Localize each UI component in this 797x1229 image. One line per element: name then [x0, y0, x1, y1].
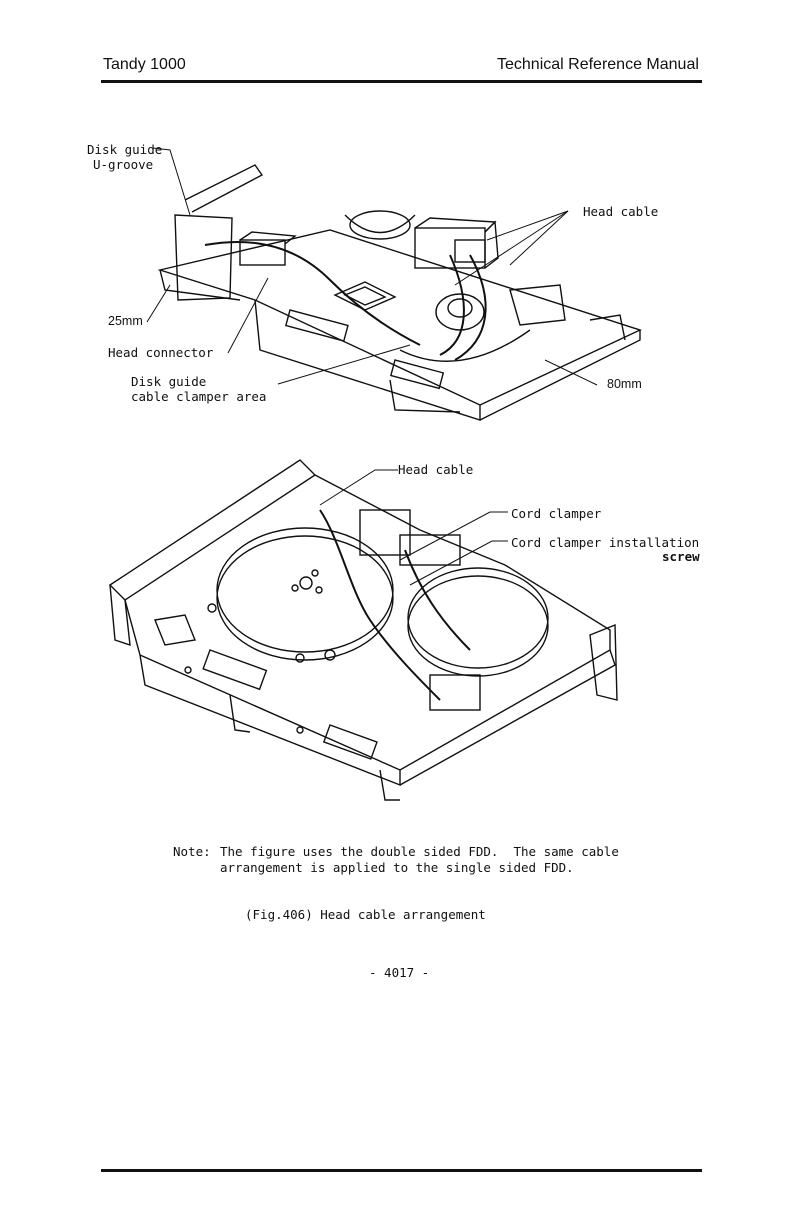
footer-rule [101, 1169, 702, 1172]
label-head-cable-bottom: Head cable [398, 462, 474, 477]
label-cord-clamper-installation: Cord clamper installation [511, 535, 700, 550]
fdd-top-drawing [146, 147, 642, 421]
label-80mm: 80mm [607, 377, 642, 391]
label-cord-clamper: Cord clamper [511, 506, 602, 521]
label-25mm: 25mm [108, 314, 143, 328]
header-title: Tandy 1000 [103, 56, 186, 73]
page-number: - 4017 - [369, 965, 430, 980]
label-head-connector: Head connector [108, 345, 214, 360]
header-manual-name: Technical Reference Manual [497, 56, 699, 73]
label-u-groove: U-groove [93, 157, 154, 172]
label-disk-guide-2: Disk guide [131, 374, 207, 389]
header-rule [101, 80, 702, 83]
figure-caption: (Fig.406) Head cable arrangement [245, 907, 486, 922]
label-head-cable-top: Head cable [583, 204, 659, 219]
note-prefix: Note: [173, 844, 211, 859]
label-screw: screw [662, 549, 700, 564]
note-line-2: arrangement is applied to the single sid… [220, 860, 574, 875]
label-cable-clamper-area: cable clamper area [131, 389, 267, 404]
fdd-bottom-drawing [108, 459, 618, 801]
label-disk-guide: Disk guide [87, 142, 163, 157]
note-line-1: The figure uses the double sided FDD. Th… [220, 844, 619, 859]
